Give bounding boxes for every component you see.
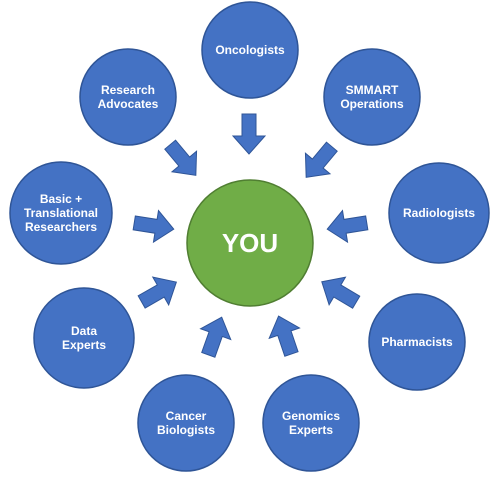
node-circle — [323, 48, 421, 146]
node-circle — [368, 293, 466, 391]
node-pharmacists: Pharmacists — [368, 293, 466, 391]
node-label-line: Advocates — [98, 97, 159, 111]
node-oncologists: Oncologists — [201, 1, 299, 99]
node-label-line: SMMART — [346, 83, 399, 97]
node-circle — [137, 374, 235, 472]
node-circle — [388, 162, 490, 264]
node-circle — [201, 1, 299, 99]
node-label-line: Operations — [340, 97, 404, 111]
node-label-line: Basic + — [40, 192, 82, 206]
arrow-icon — [164, 139, 198, 176]
center-circle — [186, 179, 314, 307]
node-label-line: Data — [71, 324, 97, 338]
node-label-line: Experts — [62, 338, 106, 352]
node-label-line: Experts — [289, 423, 333, 437]
arrow-icon — [137, 276, 178, 309]
node-radiologists: Radiologists — [388, 162, 490, 264]
arrow-icon — [231, 113, 267, 155]
arrow-icon — [326, 209, 369, 244]
node-label-line: Biologists — [157, 423, 215, 437]
arrow-icon — [199, 316, 232, 358]
arrow-icon — [268, 315, 301, 357]
node-label-line: Research — [101, 83, 155, 97]
nodes-layer: OncologistsSMMARTOperationsRadiologistsP… — [9, 1, 490, 472]
arrow-icon — [132, 209, 175, 244]
node-circle — [262, 374, 360, 472]
node-circle — [79, 48, 177, 146]
node-label-line: Genomics — [282, 409, 340, 423]
node-label-line: Cancer — [166, 409, 207, 423]
arrow-icon — [304, 141, 338, 178]
arrows-layer — [132, 113, 369, 358]
node-circle — [33, 287, 135, 389]
node-label-line: Translational — [24, 206, 98, 220]
node-circle — [9, 161, 113, 265]
node-label-line: Radiologists — [403, 206, 475, 220]
center-label: YOU — [222, 228, 278, 258]
arrow-icon — [321, 276, 361, 309]
node-label-line: Pharmacists — [381, 335, 453, 349]
node-label-line: Oncologists — [215, 43, 285, 57]
node-label-line: Researchers — [25, 220, 97, 234]
center-node: YOU — [186, 179, 314, 307]
